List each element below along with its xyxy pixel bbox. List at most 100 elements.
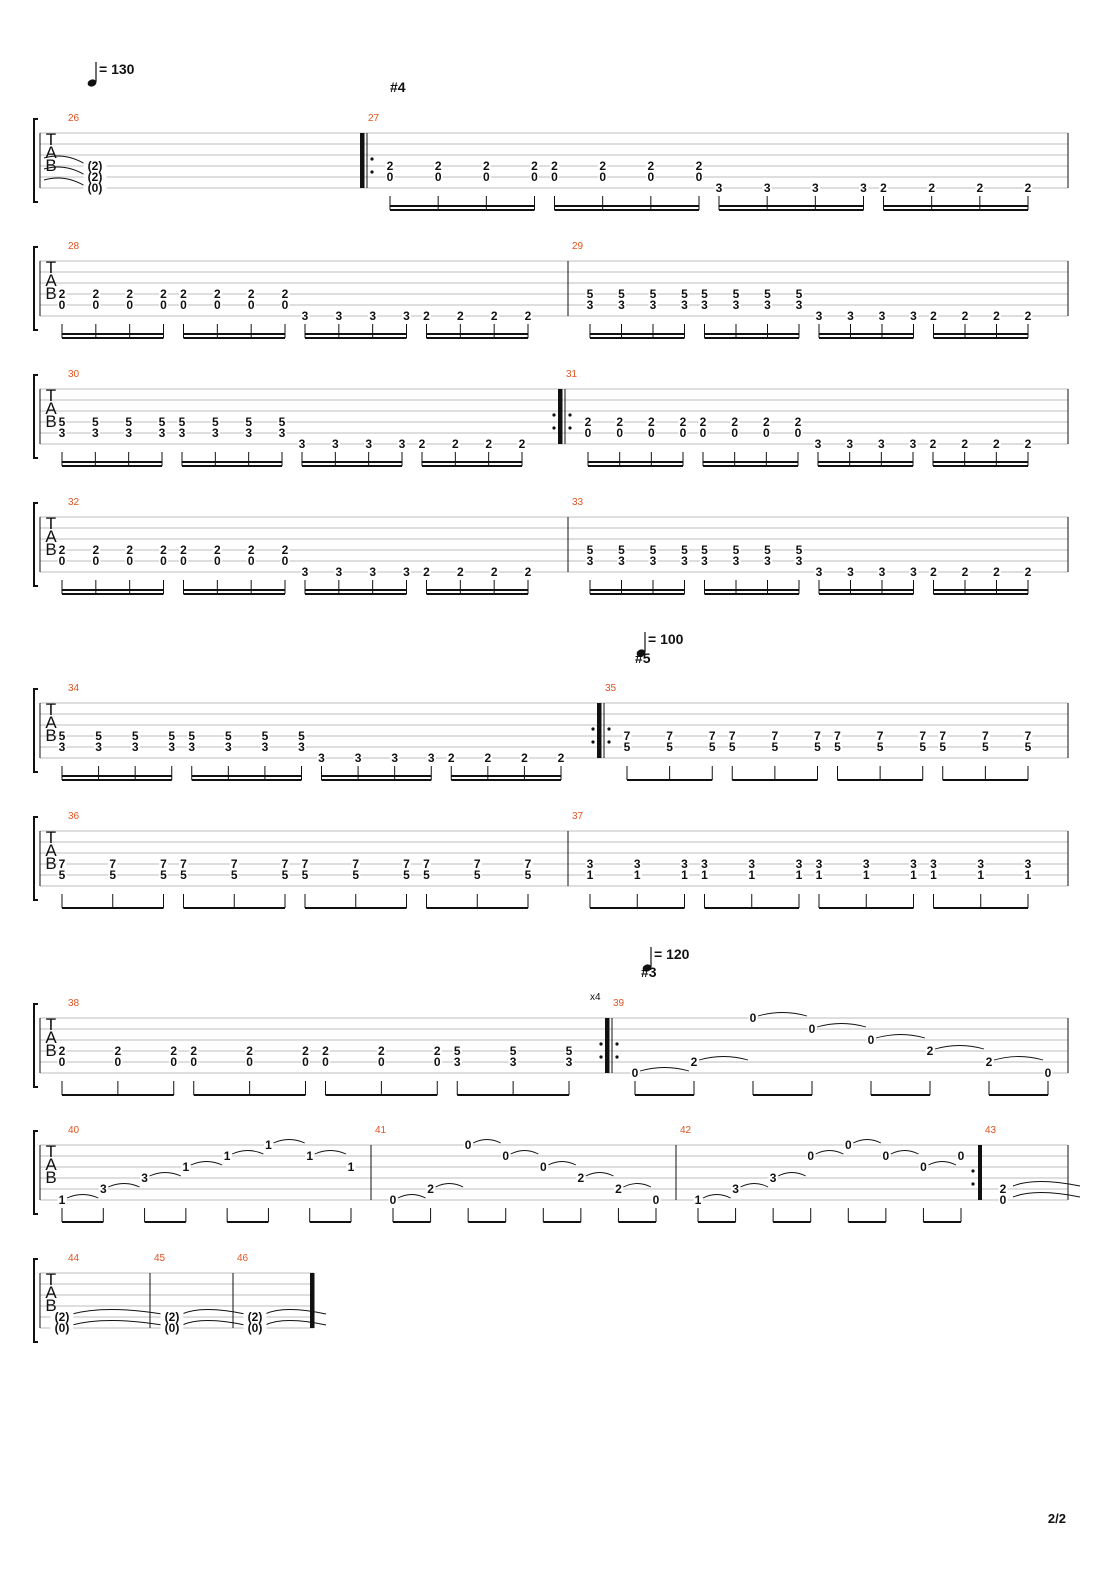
tie-arc (181, 1309, 246, 1315)
beam (933, 333, 1028, 335)
fret-bg (866, 1035, 876, 1045)
beam (426, 589, 528, 591)
tie-arc (698, 1056, 749, 1061)
fret-bg (305, 1151, 315, 1161)
fret-bg (140, 1173, 150, 1183)
fret-bg (376, 1057, 386, 1067)
fret-bg (167, 731, 177, 741)
fret-bg (57, 1195, 67, 1205)
fret-number: 7 (525, 857, 532, 871)
fret-bg (929, 859, 938, 869)
fret-number: 3 (977, 857, 984, 871)
repeat-dot (615, 1055, 619, 1059)
repeat-bar-thick (978, 1145, 982, 1200)
tab-clef-letter: T (46, 1142, 56, 1161)
fret-bg (918, 1162, 928, 1172)
tie-arc (397, 1194, 426, 1199)
fret-bg (909, 567, 918, 577)
beam (302, 465, 402, 467)
fret-bg (585, 300, 595, 310)
fret-number: 2 (578, 1171, 585, 1185)
system-bracket (33, 1258, 38, 1343)
fret-number: 0 (180, 554, 187, 568)
fret-number: 0 (190, 1055, 197, 1069)
fret-number: 3 (454, 1055, 461, 1069)
fret-bg (455, 567, 465, 577)
tie-arc (623, 1183, 652, 1188)
tab-clef-letter: T (46, 1015, 56, 1034)
fret-bg (57, 859, 67, 869)
fret-number: 5 (180, 868, 187, 882)
beam (62, 1221, 104, 1223)
fret-number: (0) (165, 1321, 180, 1335)
fret-number: 0 (160, 298, 167, 312)
fret-bg (700, 300, 709, 310)
fret-number: 0 (387, 170, 394, 184)
beam (635, 1094, 694, 1096)
fret-bg (455, 311, 465, 321)
fret-bg (707, 731, 717, 741)
fret-number: 3 (732, 1182, 739, 1196)
section-mark: #3 (641, 964, 657, 980)
fret-number: 0 (731, 426, 738, 440)
fret-number: 2 (387, 159, 394, 173)
beam (325, 1094, 438, 1096)
measure-number: 35 (605, 683, 617, 694)
fret-bg (50, 1312, 74, 1322)
fret-number: 5 (650, 543, 657, 557)
fret-number: 5 (796, 287, 803, 301)
fret-bg (576, 1173, 586, 1183)
fret-bg (770, 731, 780, 741)
fret-number: 2 (282, 287, 289, 301)
fret-bg (1023, 742, 1033, 752)
fret-number: 2 (483, 159, 490, 173)
fret-bg (861, 859, 871, 869)
fret-bg (91, 545, 101, 555)
fret-bg (680, 556, 689, 566)
fret-number: 2 (558, 751, 565, 765)
fret-number: 2 (599, 159, 606, 173)
fret-number: 2 (525, 309, 532, 323)
fret-bg (938, 742, 948, 752)
fret-bg (793, 428, 803, 438)
fret-number: 3 (847, 309, 854, 323)
fret-bg (646, 172, 656, 182)
fret-bg (730, 417, 740, 427)
fret-number: 2 (59, 1044, 66, 1058)
fret-number: 1 (695, 1193, 702, 1207)
fret-number: 3 (650, 554, 657, 568)
fret-number: 5 (231, 868, 238, 882)
tab-system (33, 374, 1069, 467)
beam (933, 465, 1028, 467)
fret-number: 2 (491, 309, 498, 323)
fret-number: 2 (880, 181, 887, 195)
fret-bg (727, 731, 737, 741)
fret-number: 7 (982, 729, 989, 743)
tie-arc (190, 1161, 223, 1166)
fret-bg (998, 1195, 1008, 1205)
fret-number: 2 (160, 543, 167, 557)
beam (62, 775, 172, 777)
fret-number: 1 (910, 868, 917, 882)
fret-number: 2 (615, 1182, 622, 1196)
fret-bg (814, 311, 824, 321)
fret-bg (523, 567, 533, 577)
fret-bg (615, 428, 625, 438)
fret-number: 2 (928, 181, 935, 195)
beam (305, 333, 407, 335)
fret-number: 0 (763, 426, 770, 440)
fret-number: 3 (764, 298, 771, 312)
fret-number: 2 (647, 159, 654, 173)
fret-bg (879, 183, 888, 193)
fret-number: 5 (650, 287, 657, 301)
fret-bg (680, 859, 689, 869)
tab-clef-letter: B (45, 1041, 56, 1060)
beam (321, 775, 432, 777)
fret-number: 5 (125, 415, 132, 429)
fret-number: 2 (680, 415, 687, 429)
repeat-dot (568, 413, 572, 417)
fret-bg (167, 742, 177, 752)
beam (818, 465, 913, 467)
fret-number: 0 (680, 426, 687, 440)
beam (554, 205, 699, 207)
